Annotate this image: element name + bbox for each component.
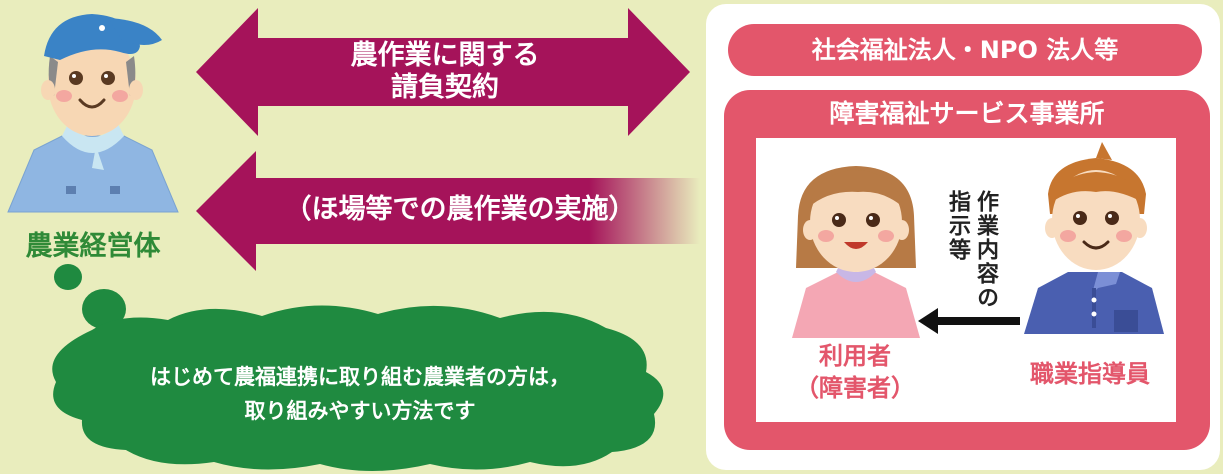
organization-label: 社会福祉法人・NPO 法人等: [728, 24, 1202, 76]
contract-double-arrow: [196, 8, 690, 136]
contract-label-line2: 請負契約: [391, 72, 499, 103]
instruction-text-col1: 作業内容の: [973, 190, 998, 310]
cloud-shape: [52, 305, 664, 471]
instructor-label: 職業指導員: [1030, 360, 1150, 388]
farmer-label: 農業経営体: [25, 231, 161, 262]
office-label: 障害福祉サービス事業所: [829, 99, 1105, 128]
cloud-text: はじめて農福連携に取り組む農業者の方は， 取り組みやすい方法です: [90, 360, 630, 428]
farmer-icon: [7, 14, 179, 213]
black-arrow-left-icon: [918, 308, 1020, 334]
thought-bubble-medium: [82, 289, 126, 329]
instructor-person-icon: [1024, 142, 1164, 334]
contract-arrow-label: 農作業に関する 請負契約: [300, 40, 590, 104]
cloud-text-line1: はじめて農福連携に取り組む農業者の方は，: [150, 365, 570, 389]
user-label-line1: 利用者: [819, 342, 891, 370]
instruction-text-col2: 指示等: [945, 190, 970, 262]
user-label: 利用者 （障害者）: [790, 340, 920, 404]
thought-bubble-small: [54, 264, 82, 290]
work-arrow: [196, 151, 700, 271]
user-label-line2: （障害者）: [795, 374, 915, 402]
user-person-icon: [792, 166, 920, 338]
cloud-text-line2: 取り組みやすい方法です: [244, 399, 476, 423]
work-arrow-label: （ほ場等での農作業の実施）: [284, 194, 636, 225]
office-people-graphics: [792, 142, 1164, 338]
contract-label-line1: 農作業に関する: [350, 40, 540, 71]
